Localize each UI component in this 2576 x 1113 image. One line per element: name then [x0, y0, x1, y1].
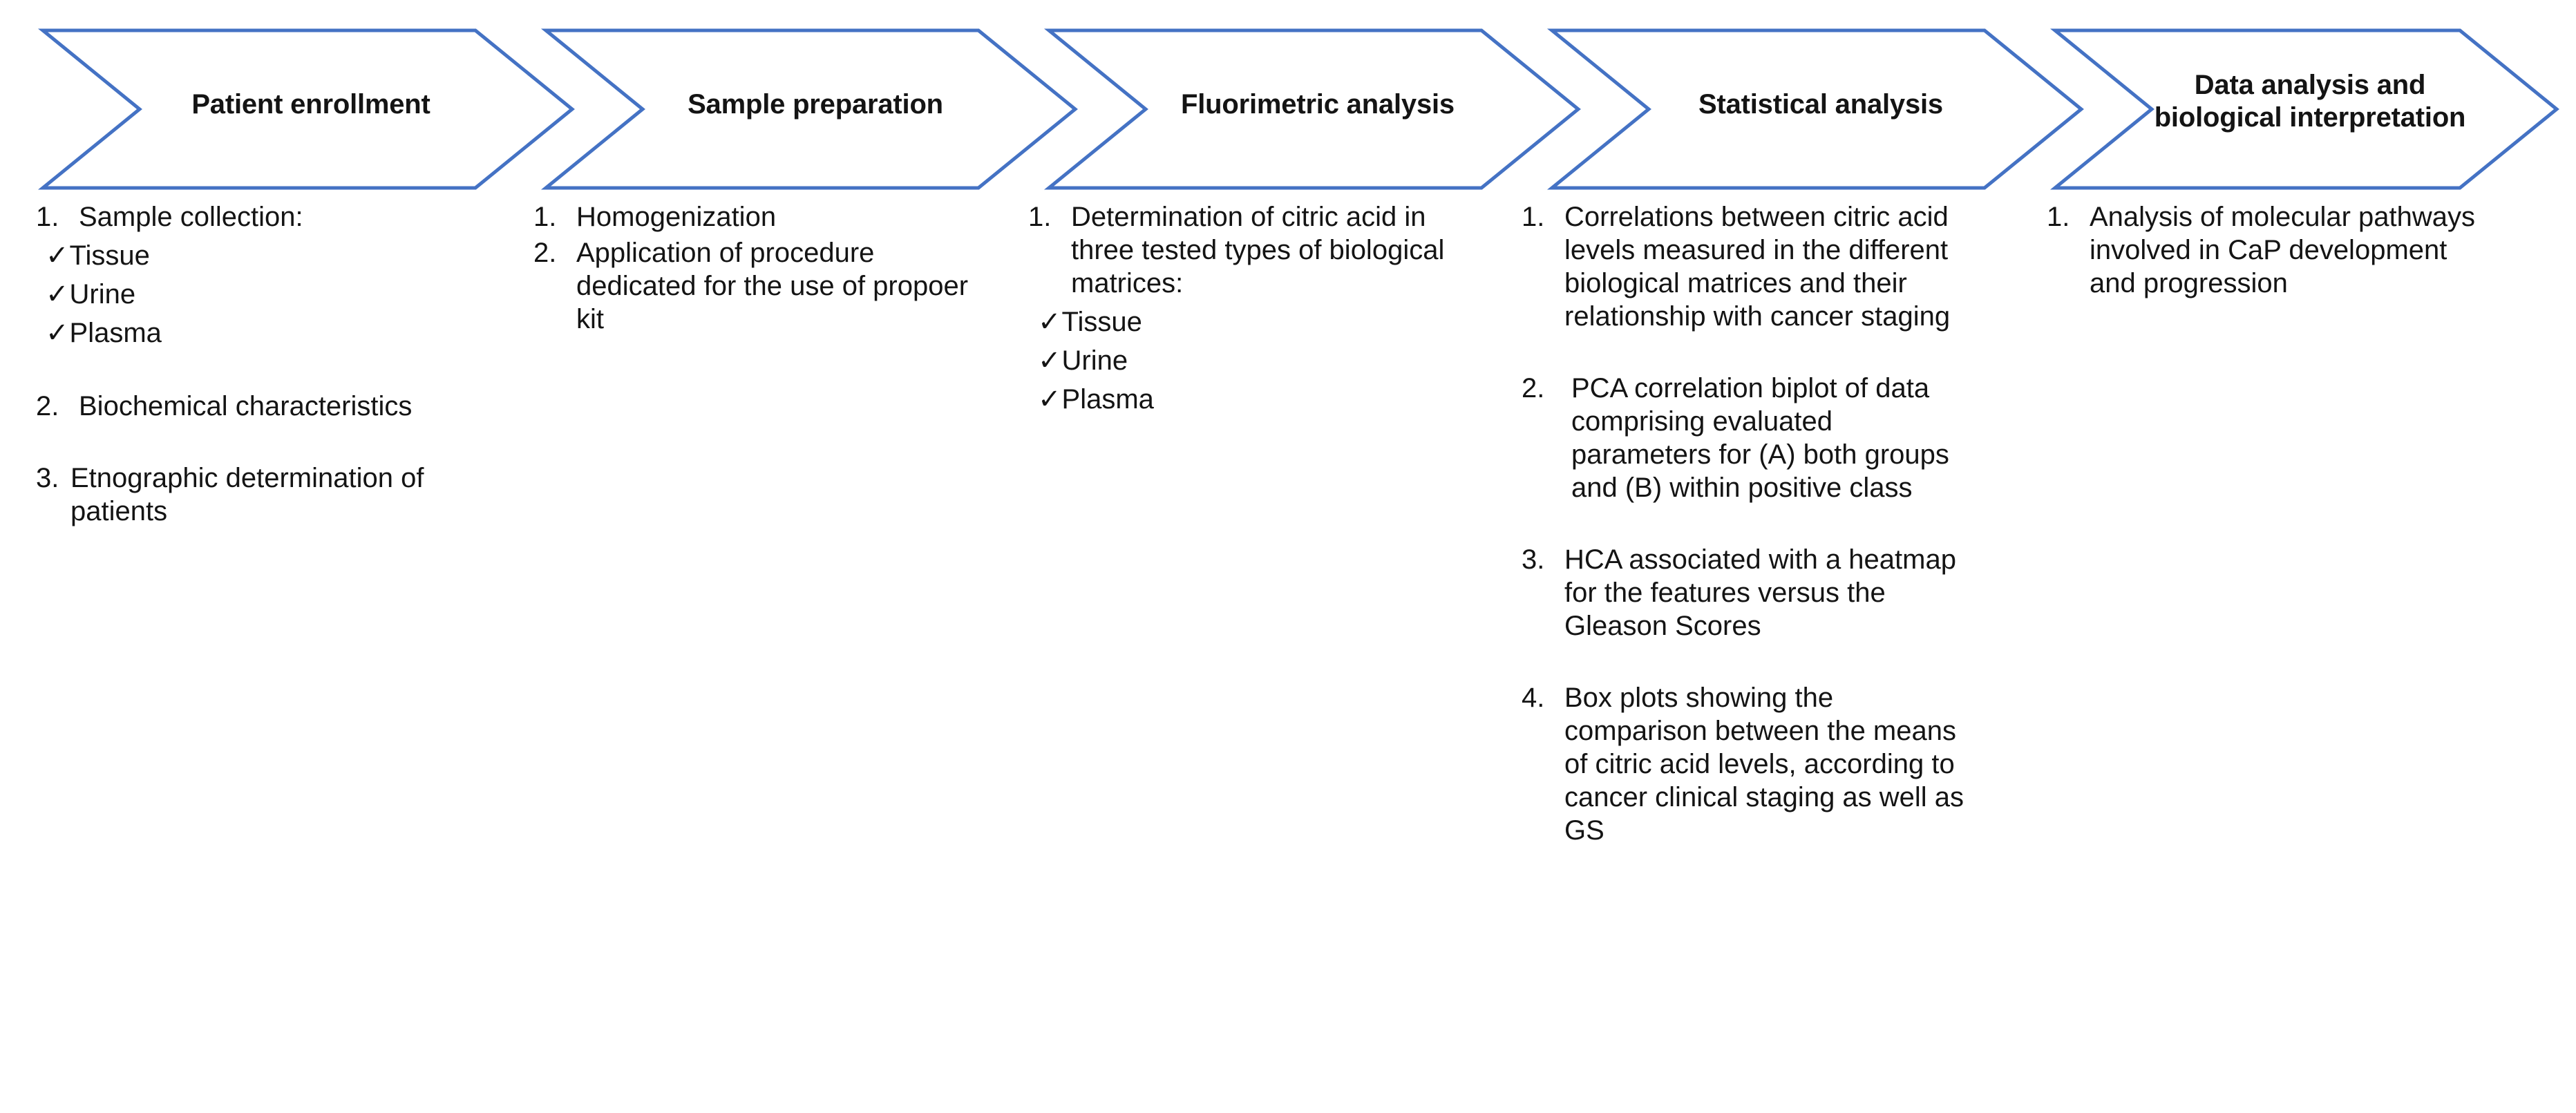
check-list-3: ✓Tissue ✓Urine ✓Plasma	[1028, 303, 1477, 419]
step-text: HCA associated with a heatmap for the fe…	[1564, 544, 1956, 641]
chevron-title-1: Patient enrollment	[191, 89, 430, 120]
check-label: Tissue	[1061, 307, 1142, 337]
stage-column-2: 1. Homogenization 2. Application of proc…	[533, 200, 976, 336]
step-item: 2. Application of procedure dedicated fo…	[533, 236, 976, 336]
step-text: Application of procedure dedicated for t…	[576, 238, 969, 334]
step-text: Box plots showing the comparison between…	[1564, 683, 1964, 846]
chevron-shape-2	[540, 28, 1078, 190]
step-item: 1. Correlations between citric acid leve…	[1522, 200, 1978, 333]
check-icon: ✓	[1038, 307, 1061, 337]
stage-column-1: 1. Sample collection: ✓Tissue ✓Urine ✓Pl…	[36, 200, 520, 528]
check-icon: ✓	[1038, 384, 1061, 415]
step-item: 2. Biochemical characteristics	[36, 390, 520, 423]
step-text: Sample collection:	[79, 202, 303, 232]
step-number: 3.	[1522, 544, 1545, 575]
check-item: ✓Plasma	[1038, 380, 1477, 419]
check-item: ✓Plasma	[46, 314, 520, 352]
step-text: Determination of citric acid in three te…	[1071, 202, 1445, 298]
chevron-title-3: Fluorimetric analysis	[1181, 89, 1455, 120]
chevron-shape-1	[37, 28, 575, 190]
step-text: PCA correlation biplot of data comprisin…	[1571, 373, 1949, 503]
chevron-title-5-line-1: Data analysis and	[2194, 70, 2426, 100]
step-number: 1.	[533, 202, 557, 232]
step-number: 3.	[36, 463, 59, 493]
chevron-shape-3	[1043, 28, 1581, 190]
chevron-shape-5	[2049, 28, 2559, 190]
check-label: Urine	[69, 279, 136, 310]
chevron-title-5-line-2: biological interpretation	[2154, 102, 2466, 133]
chevron-title-4: Statistical analysis	[1698, 89, 1943, 120]
stage-column-3: 1. Determination of citric acid in three…	[1028, 200, 1477, 419]
check-item: ✓Urine	[1038, 341, 1477, 380]
workflow-chevron-band: Patient enrollment Sample preparation Fl…	[0, 0, 2576, 200]
check-item: ✓Tissue	[1038, 303, 1477, 341]
step-item: 3. Etnographic determination of patients	[36, 462, 520, 528]
stage-column-5: 1. Analysis of molecular pathways involv…	[2047, 200, 2496, 300]
check-list-1: ✓Tissue ✓Urine ✓Plasma	[36, 236, 520, 352]
check-icon: ✓	[46, 279, 69, 310]
stage-details-columns: 1. Sample collection: ✓Tissue ✓Urine ✓Pl…	[0, 200, 2576, 1113]
check-label: Plasma	[1061, 384, 1154, 415]
step-text: Analysis of molecular pathways involved …	[2090, 202, 2476, 298]
check-item: ✓Tissue	[46, 236, 520, 275]
step-text: Correlations between citric acid levels …	[1564, 202, 1951, 332]
step-text: Biochemical characteristics	[79, 391, 413, 421]
step-item: 1. Analysis of molecular pathways involv…	[2047, 200, 2496, 300]
chevron-title-2: Sample preparation	[688, 89, 943, 120]
check-label: Urine	[1061, 345, 1128, 376]
step-number: 1.	[1522, 202, 1545, 232]
step-text: Homogenization	[576, 202, 777, 232]
chevron-shapes-svg	[37, 28, 2559, 190]
step-number: 1.	[36, 202, 59, 232]
chevron-title-5: Data analysis and biological interpretat…	[2148, 69, 2472, 134]
step-item: 1. Determination of citric acid in three…	[1028, 200, 1477, 300]
chevron-shape-4	[1546, 28, 2084, 190]
step-number: 2.	[533, 238, 557, 268]
stage-column-4: 1. Correlations between citric acid leve…	[1522, 200, 1978, 847]
check-label: Tissue	[69, 240, 150, 271]
step-number: 1.	[2047, 202, 2070, 232]
step-number: 2.	[36, 391, 59, 421]
check-item: ✓Urine	[46, 275, 520, 314]
check-icon: ✓	[1038, 345, 1061, 376]
step-item: 3. HCA associated with a heatmap for the…	[1522, 543, 1978, 643]
step-number: 2.	[1522, 373, 1545, 403]
step-number: 1.	[1028, 202, 1052, 232]
step-item: 4. Box plots showing the comparison betw…	[1522, 681, 1978, 847]
step-item: 1. Sample collection:	[36, 200, 520, 234]
step-item: 2. PCA correlation biplot of data compri…	[1522, 372, 1978, 504]
step-number: 4.	[1522, 683, 1545, 713]
check-label: Plasma	[69, 318, 162, 348]
step-text: Etnographic determination of patients	[70, 463, 424, 526]
check-icon: ✓	[46, 318, 69, 348]
step-item: 1. Homogenization	[533, 200, 976, 234]
check-icon: ✓	[46, 240, 69, 271]
